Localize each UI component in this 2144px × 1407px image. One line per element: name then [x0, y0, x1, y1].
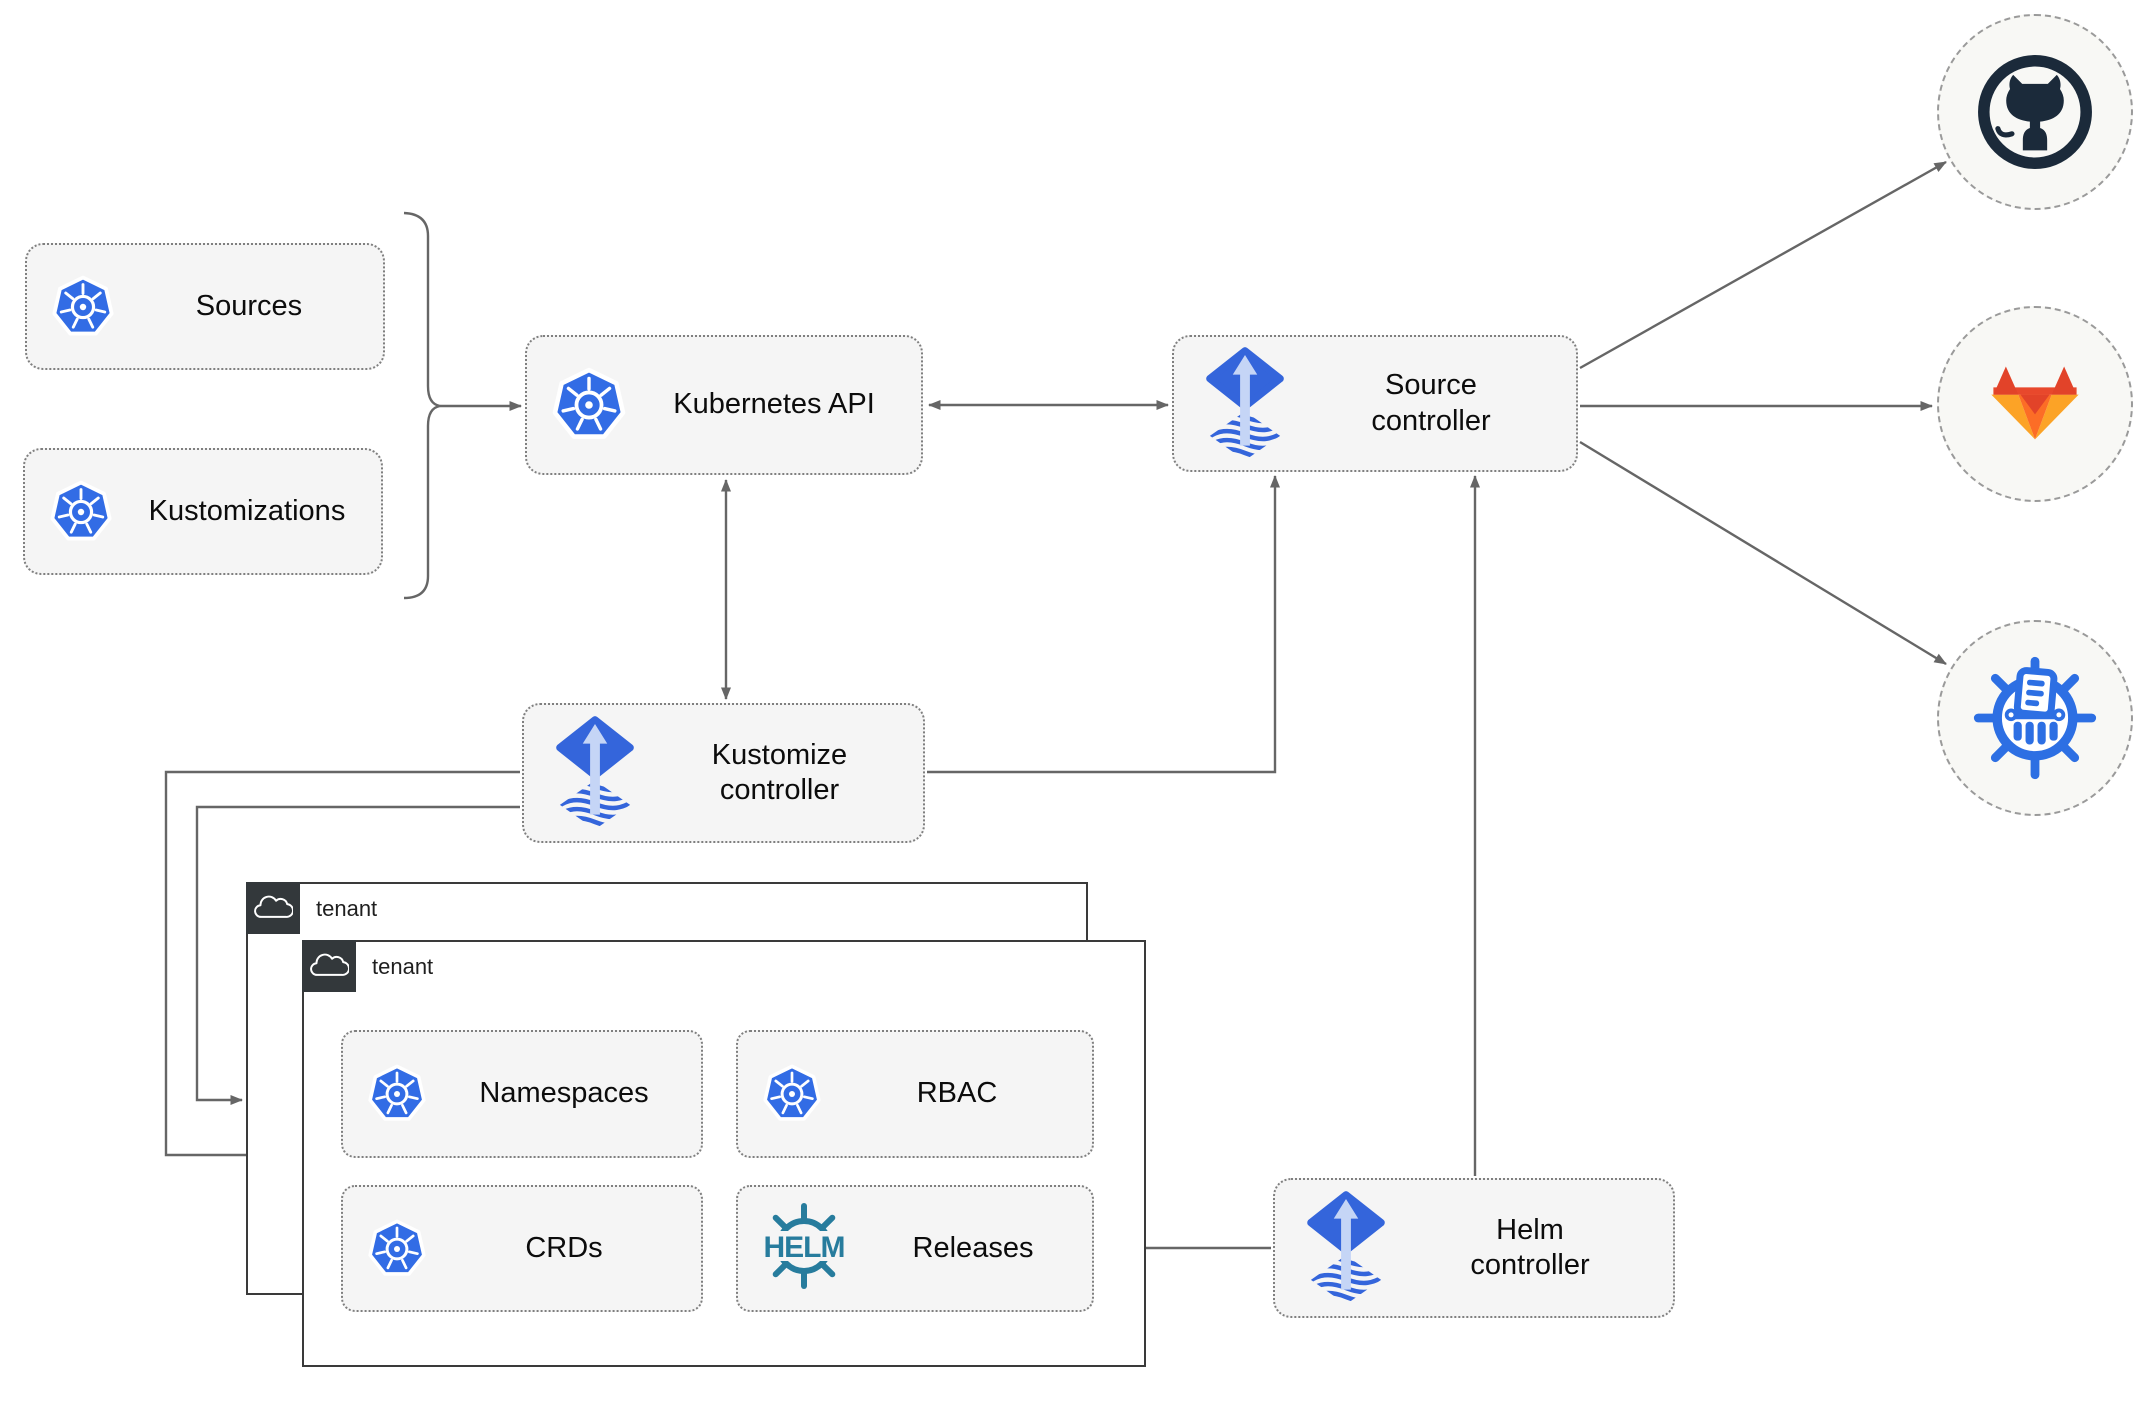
gitlab-icon	[1991, 366, 2079, 440]
flux-icon	[1204, 346, 1286, 462]
node-releases: HELM Releases	[736, 1185, 1094, 1312]
node-kustomize-controller: Kustomize controller	[522, 703, 925, 843]
chartmuseum-icon	[1973, 656, 2097, 780]
node-kustomizations-label: Kustomizations	[148, 494, 346, 527]
arrow-kustomize-to-tenant-front	[164, 770, 520, 1160]
node-sources: Sources	[25, 243, 385, 370]
node-namespaces: Namespaces	[341, 1030, 703, 1158]
kubernetes-icon	[368, 1064, 426, 1121]
arrow-kustomize-to-tenant-back	[195, 805, 520, 1105]
node-sources-label: Sources	[195, 289, 303, 322]
kubernetes-icon	[763, 1064, 821, 1121]
kubernetes-icon	[52, 275, 114, 335]
kubernetes-icon	[50, 480, 112, 540]
node-rbac-label: RBAC	[916, 1077, 998, 1110]
node-crds: CRDs	[341, 1185, 703, 1312]
node-kubernetes-api: Kubernetes API	[525, 335, 923, 475]
node-helm-controller: Helm controller	[1273, 1178, 1675, 1318]
helm-icon: HELM	[764, 1203, 846, 1289]
node-namespaces-label: Namespaces	[479, 1077, 649, 1110]
tenant-badge	[245, 881, 300, 934]
helm-logo-text: HELM	[764, 1231, 845, 1264]
node-crds-label: CRDs	[525, 1231, 603, 1264]
cloud-icon	[253, 895, 293, 918]
kubernetes-icon	[551, 367, 627, 443]
endpoint-github	[1937, 14, 2133, 210]
node-kubernetes-api-label: Kubernetes API	[673, 388, 875, 421]
arrow-kustomize-to-source-controller	[927, 475, 1280, 774]
node-kustomizations: Kustomizations	[23, 448, 383, 575]
node-helm-controller-label: Helm controller	[1470, 1213, 1590, 1281]
node-releases-label: Releases	[912, 1231, 1034, 1264]
cloud-icon	[309, 953, 349, 976]
arrow-source-to-github	[1579, 160, 1947, 370]
flux-icon	[1305, 1190, 1387, 1306]
github-icon	[1978, 55, 2092, 169]
node-kustomize-controller-label: Kustomize controller	[711, 738, 848, 806]
node-source-controller: Source controller	[1172, 335, 1578, 472]
flux-icon	[554, 715, 636, 831]
arrow-source-to-chartmuseum	[1579, 440, 1947, 666]
endpoint-gitlab	[1937, 306, 2133, 502]
bracket-sources-kustomizations	[403, 211, 441, 600]
tenant-back-label: tenant	[316, 896, 378, 921]
tenant-badge	[301, 939, 356, 992]
endpoint-chartmuseum	[1937, 620, 2133, 816]
kubernetes-icon	[368, 1219, 426, 1276]
node-source-controller-label: Source controller	[1371, 369, 1491, 437]
tenant-front-label: tenant	[372, 954, 434, 979]
node-rbac: RBAC	[736, 1030, 1094, 1158]
